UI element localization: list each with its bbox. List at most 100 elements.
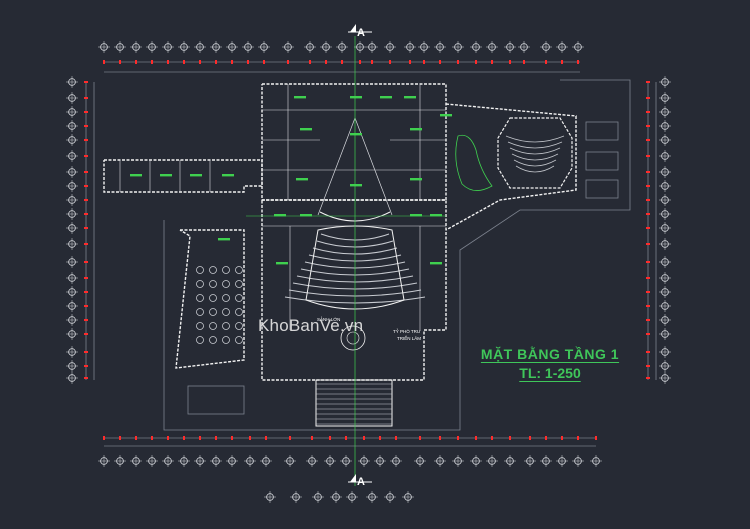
dim-tick: [311, 436, 313, 440]
dim-tick: [545, 60, 547, 64]
dim-tick: [199, 60, 201, 64]
room-label-lobby: SẢNH LỚN: [317, 317, 341, 322]
dim-tick: [84, 155, 88, 157]
dim-tick: [646, 377, 650, 379]
site-boundary: [163, 79, 631, 431]
dim-tick: [379, 436, 381, 440]
dim-tick: [84, 199, 88, 201]
room-tag: [350, 133, 362, 136]
dim-tick: [646, 227, 650, 229]
room-tag: [296, 178, 308, 181]
room-label-exhibit-1: TỶ PHÒ TRƯ: [393, 329, 421, 334]
dim-tick: [247, 60, 249, 64]
dim-tick: [84, 261, 88, 263]
dim-tick: [103, 436, 105, 440]
drawing-scale: TL: 1-250: [519, 365, 581, 381]
section-arrow-top: [350, 24, 356, 32]
dim-tick: [84, 291, 88, 293]
dim-tick: [265, 436, 267, 440]
section-axis: [246, 24, 446, 486]
room-tag: [350, 184, 362, 187]
dim-tick: [84, 305, 88, 307]
grid-bubbles: [66, 41, 671, 503]
dim-tick: [345, 436, 347, 440]
table-cluster: [222, 308, 230, 316]
dim-tick: [509, 60, 511, 64]
dim-tick: [84, 125, 88, 127]
west-wing-wall: [103, 159, 263, 193]
dim-tick: [529, 436, 531, 440]
dim-tick: [457, 60, 459, 64]
dim-tick: [646, 319, 650, 321]
dim-tick: [646, 199, 650, 201]
room-tag: [300, 128, 312, 131]
dim-tick: [491, 60, 493, 64]
table-cluster: [196, 266, 204, 274]
dim-tick: [419, 436, 421, 440]
dim-tick: [84, 243, 88, 245]
central-block-wall: [261, 199, 447, 381]
dimension-lines: [84, 60, 657, 447]
dim-tick: [119, 60, 121, 64]
dim-tick: [215, 436, 217, 440]
table-cluster: [196, 308, 204, 316]
dim-tick: [135, 436, 137, 440]
dim-tick: [231, 436, 233, 440]
dim-tick: [646, 261, 650, 263]
table-cluster: [196, 280, 204, 288]
dim-tick: [289, 436, 291, 440]
room-label-exhibit-2: TRIỂN LÃM: [397, 336, 422, 341]
main-block-wall: [261, 83, 447, 201]
room-tag: [222, 174, 234, 177]
dim-tick: [249, 436, 251, 440]
table-cluster: [209, 266, 217, 274]
dim-tick: [263, 60, 265, 64]
dim-tick: [646, 185, 650, 187]
room-tag: [300, 214, 312, 217]
dim-tick: [646, 365, 650, 367]
room-tag: [294, 96, 306, 99]
dim-tick: [341, 60, 343, 64]
drawing-title: MẶT BẰNG TẦNG 1: [480, 346, 620, 362]
dim-tick: [84, 111, 88, 113]
room-tag: [350, 96, 362, 99]
dim-tick: [371, 60, 373, 64]
dim-tick: [135, 60, 137, 64]
dim-tick: [84, 365, 88, 367]
dim-tick: [423, 60, 425, 64]
dim-tick: [151, 60, 153, 64]
dim-tick: [151, 436, 153, 440]
table-cluster: [209, 294, 217, 302]
dim-tick: [646, 81, 650, 83]
room-tag: [430, 214, 442, 217]
east-wing-wall: [445, 103, 577, 231]
dim-tick: [646, 333, 650, 335]
annex-block-3: [585, 179, 619, 199]
east-seat-row: [513, 159, 557, 167]
dim-tick: [646, 305, 650, 307]
room-tag: [160, 174, 172, 177]
room-tag: [430, 262, 442, 265]
room-tag: [380, 96, 392, 99]
dim-tick: [457, 436, 459, 440]
table-cluster: [235, 294, 243, 302]
dim-tick: [646, 111, 650, 113]
auditorium-outline: [305, 225, 405, 310]
building-walls: [103, 83, 577, 427]
dim-tick: [646, 213, 650, 215]
dim-tick: [359, 60, 361, 64]
room-tag: [410, 128, 422, 131]
dim-tick: [646, 125, 650, 127]
dim-tick: [215, 60, 217, 64]
dim-tick: [231, 60, 233, 64]
dim-tick: [389, 60, 391, 64]
dim-tick: [167, 436, 169, 440]
dim-tick: [595, 436, 597, 440]
annex-block-2: [585, 151, 619, 171]
dim-tick: [523, 60, 525, 64]
room-tag: [190, 174, 202, 177]
table-cluster: [209, 308, 217, 316]
dim-tick: [509, 436, 511, 440]
dim-tick: [577, 60, 579, 64]
